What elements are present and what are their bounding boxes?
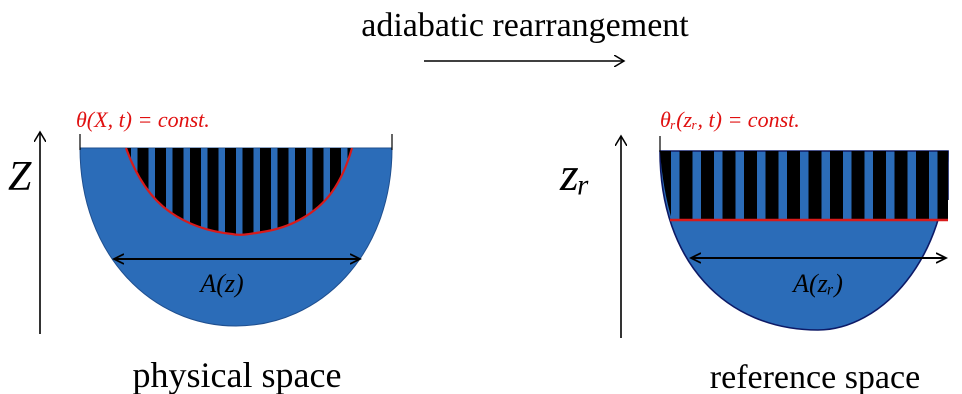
left-stripe [242,148,254,235]
right-stripe [787,151,800,220]
right-stripe [722,151,736,220]
right-stripe [916,151,929,220]
right-stripe [830,151,843,220]
left-stripe [207,148,219,235]
title-text: adiabatic rearrangement [361,7,689,44]
right-stripe [744,151,757,220]
left-stripe [295,148,306,235]
right-stripe [679,151,693,220]
right-stripe [765,151,779,220]
left-theta-contour [124,147,354,236]
right-stripe [937,151,948,220]
right-caption: reference space [710,359,920,394]
right-stripe [808,151,822,220]
left-stripe [277,148,289,235]
left-contour-label: θ(X, t) = const. [76,107,210,132]
left-stripe [190,148,201,235]
right-contour-label: θᵣ(zᵣ, t) = const. [660,107,800,132]
left-panel: θ(X, t) = const. Z A(z) physical space [8,107,393,394]
left-caption: physical space [133,355,342,394]
right-stripe [851,151,865,220]
left-stripe [155,148,166,235]
right-stripe [701,151,714,220]
right-stripe [873,151,886,220]
left-area-label: A(z) [198,269,243,298]
left-stripe [260,148,271,235]
left-axis-label: Z [8,154,32,200]
left-stripe [312,148,324,235]
left-stripe [225,148,236,235]
right-stripe [894,151,908,220]
right-stripe-group [660,151,948,220]
right-area-label: A(zᵣ) [791,269,843,298]
right-stripe [660,151,671,220]
right-axis-label: zᵣ [559,148,591,201]
right-panel: θᵣ(zᵣ, t) = const. zᵣ A(zᵣ) reference sp… [559,107,949,394]
left-stripe [172,148,184,235]
